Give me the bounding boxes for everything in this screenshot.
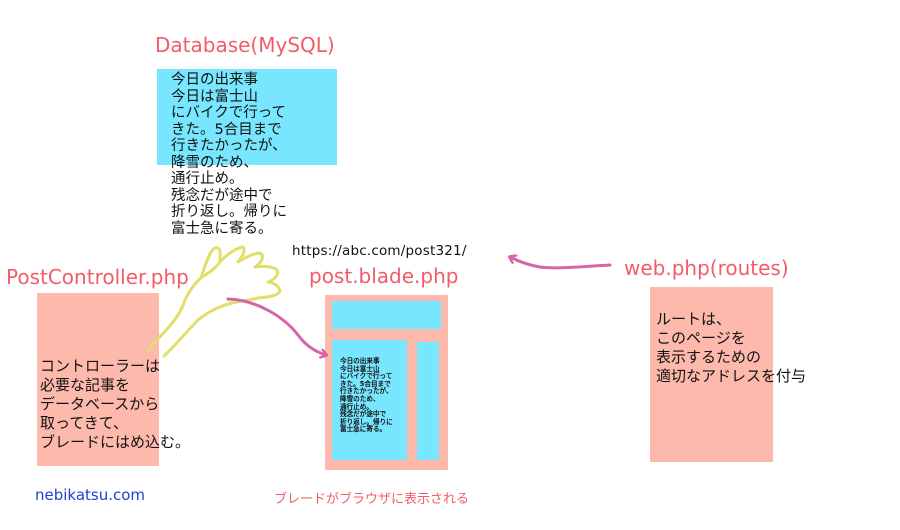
database-content: 今日の出来事 今日は富士山 にバイクで行って きた。5合目まで 行きたかったが、… [171, 72, 287, 237]
blade-main-block [332, 340, 407, 460]
routes-description: ルートは、 このページを 表示するための 適切なアドレスを付与 [656, 310, 807, 385]
blade-content: 今日の出来事 今日は富士山 にバイクで行って きた。5合目まで 行きたかったが、… [340, 357, 393, 434]
blade-header-block [332, 301, 441, 329]
controller-box [37, 293, 159, 466]
database-title: Database(MySQL) [155, 33, 335, 57]
hand-icon [146, 245, 282, 358]
arrow-routes-to-url [510, 257, 612, 270]
blade-title: post.blade.php [309, 264, 459, 288]
blade-caption: ブレードがブラウザに表示される [274, 492, 470, 507]
database-box [157, 69, 337, 165]
blade-sidebar-block [417, 342, 439, 460]
site-name: nebikatsu.com [35, 486, 146, 504]
url-text: https://abc.com/post321/ [292, 243, 467, 259]
arrow-controller-to-blade [226, 297, 326, 355]
controller-title: PostController.php [6, 265, 189, 289]
routes-box [650, 287, 773, 462]
controller-description: コントローラーは 必要な記事を データベースから 取ってきて、 ブレードにはめ込… [40, 357, 191, 451]
routes-title: web.php(routes) [624, 256, 789, 280]
